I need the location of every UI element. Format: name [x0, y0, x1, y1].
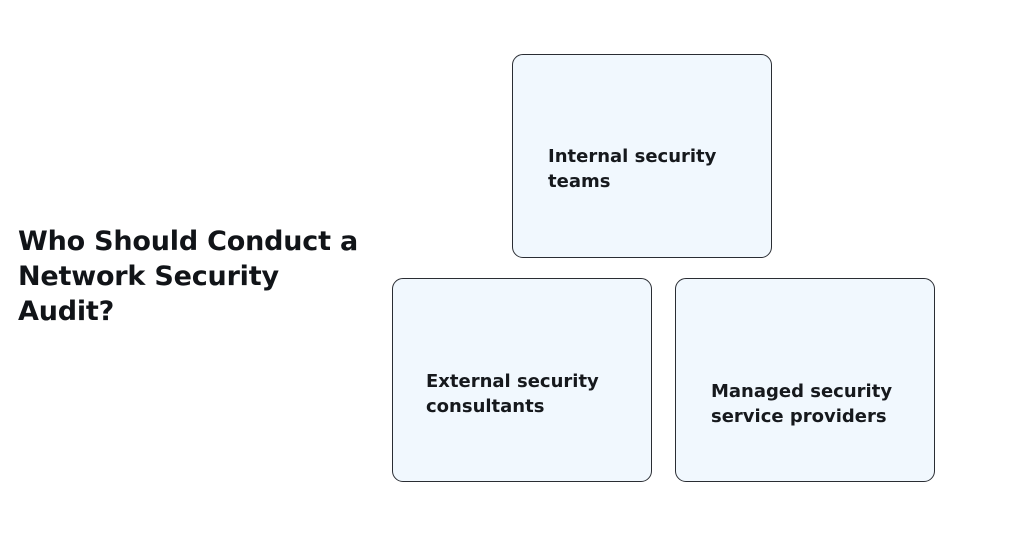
diagram-title-line: Who Should Conduct a: [18, 226, 359, 257]
box-label: Internal security teams: [548, 144, 716, 194]
external-security-consultants-box: External security consultants: [392, 278, 652, 482]
box-label-line: consultants: [426, 396, 545, 417]
managed-security-providers-box: Managed security service providers: [675, 278, 935, 482]
box-label-line: Managed security: [711, 381, 893, 402]
internal-security-teams-box: Internal security teams: [512, 54, 772, 258]
box-label-line: teams: [548, 171, 611, 192]
box-label: External security consultants: [426, 369, 599, 419]
box-label-line: Internal security: [548, 146, 717, 167]
diagram-title-line: Network Security: [18, 261, 279, 292]
diagram-title: Who Should Conduct a Network Security Au…: [18, 224, 378, 329]
diagram-title-line: Audit?: [18, 296, 115, 327]
box-label: Managed security service providers: [711, 379, 892, 429]
box-label-line: External security: [426, 371, 599, 392]
box-label-line: service providers: [711, 406, 887, 427]
